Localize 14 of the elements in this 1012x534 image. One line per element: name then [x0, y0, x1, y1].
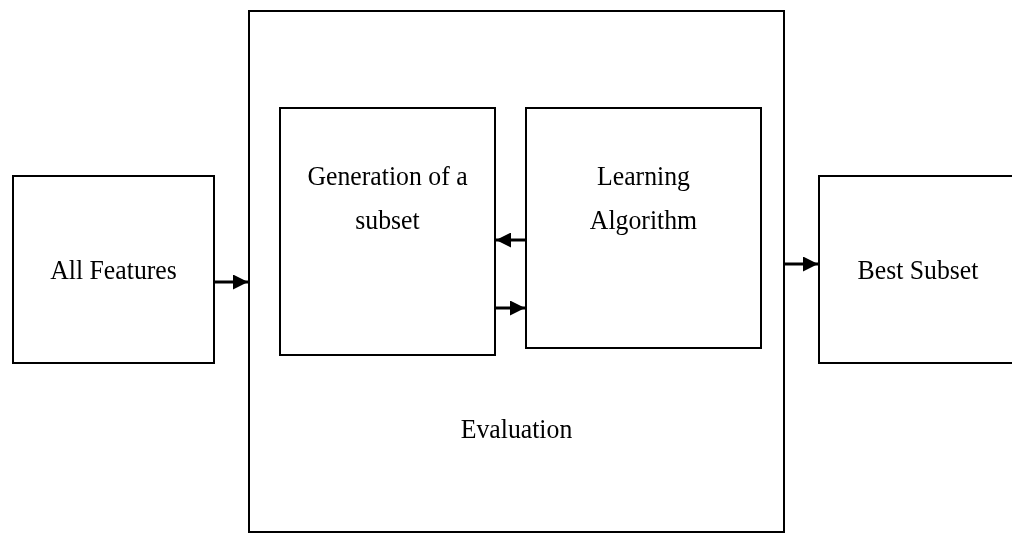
box-label: Evaluation — [459, 412, 574, 446]
process-box — [248, 10, 785, 533]
box-label: Generation of a subset — [306, 159, 469, 237]
box-label: All Features — [49, 252, 178, 287]
process-box — [525, 107, 762, 349]
process-box — [818, 175, 1012, 364]
arrow — [785, 256, 818, 272]
box-label: Learning Algorithm — [588, 159, 699, 237]
arrow — [215, 274, 248, 290]
arrow — [496, 300, 525, 316]
arrow — [496, 232, 525, 248]
box-label: Best Subset — [856, 252, 980, 287]
process-box — [12, 175, 215, 364]
process-box — [279, 107, 496, 356]
